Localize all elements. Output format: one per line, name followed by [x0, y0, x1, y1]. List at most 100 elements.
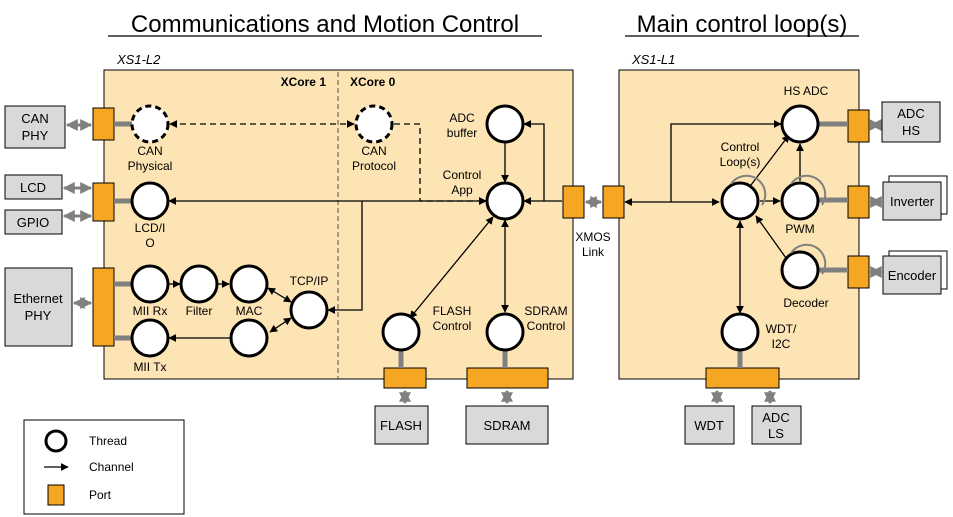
wdt-i2c-label-2: I2C: [772, 337, 791, 351]
xmos-link-label-1: XMOS: [575, 230, 610, 244]
port-xmos-right: [602, 185, 625, 219]
adc-hs-label-1: ADC: [897, 106, 924, 121]
control-app-label-2: App: [451, 183, 473, 197]
thread-lcd-io: [130, 181, 170, 221]
adc-buffer-label-1: ADC: [449, 111, 475, 125]
thread-can-protocol: [354, 104, 394, 144]
thread-flash-control: [381, 312, 421, 352]
adc-hs-label-2: HS: [902, 123, 920, 138]
can-phy-label-2: PHY: [22, 128, 49, 143]
port-adc-hs: [847, 109, 870, 143]
adc-ls-label-2: LS: [768, 426, 784, 441]
wdt-box: [684, 405, 735, 445]
port-ethernet: [92, 267, 115, 347]
channel-loop-hsadc: [750, 134, 790, 186]
tcp-ip-label: TCP/IP: [290, 274, 329, 288]
can-phy-label-1: CAN: [21, 111, 48, 126]
thread-pwm: [780, 181, 820, 221]
lcd-label: LCD: [20, 180, 46, 195]
flash-control-label-2: Control: [433, 319, 472, 333]
mii-rx-label: MII Rx: [133, 304, 168, 318]
flash-box: [374, 405, 429, 445]
thread-sdram-control: [485, 312, 525, 352]
legend-channel-label: Channel: [89, 460, 134, 474]
thread-decoder: [780, 250, 820, 290]
ethernet-phy-label-2: PHY: [25, 308, 52, 323]
thread-tcp-ip: [289, 290, 329, 330]
sdram-control-label-2: Control: [527, 319, 566, 333]
legend-port-label: Port: [89, 488, 112, 502]
decoder-label: Decoder: [783, 296, 828, 310]
inverter-label: Inverter: [890, 194, 935, 209]
can-physical-label-2: Physical: [128, 159, 173, 173]
thread-control-app: [485, 181, 525, 221]
thread-can-physical: [130, 104, 170, 144]
legend-port-icon: [47, 484, 65, 506]
thread-mii-tx: [130, 318, 170, 358]
thread-hs-adc: [780, 104, 820, 144]
chip-xs1-l1-label: XS1-L1: [631, 52, 675, 67]
channel-tcp-mactx: [269, 317, 292, 333]
flash-control-label-1: FLASH: [433, 304, 472, 318]
inverter-box: [882, 181, 942, 221]
hs-adc-label: HS ADC: [784, 84, 829, 98]
gpio-box: [4, 209, 63, 235]
encoder-box: [882, 255, 942, 295]
can-protocol-label-2: Protocol: [352, 159, 396, 173]
can-physical-label-1: CAN: [137, 144, 162, 158]
channel-decoder-loop: [755, 215, 787, 259]
lcd-io-label-1: LCD/I: [135, 221, 166, 235]
sdram-box: [465, 405, 549, 445]
channel-app-buffer-feed: [523, 120, 545, 201]
thread-filter: [179, 264, 219, 304]
adc-buffer-label-2: buffer: [447, 126, 477, 140]
right-title: Main control loop(s): [637, 11, 848, 38]
legend-thread-icon: [44, 429, 68, 453]
gpio-label: GPIO: [17, 215, 50, 230]
sdram-label: SDRAM: [484, 418, 531, 433]
adc-ls-box: [751, 405, 802, 445]
mac-label: MAC: [236, 304, 263, 318]
channel-app-flash: [409, 216, 494, 319]
mii-tx-label: MII Tx: [133, 360, 166, 374]
port-wdt-adc: [705, 367, 780, 389]
filter-label: Filter: [186, 304, 213, 318]
chip-xs1-l2-label: XS1-L2: [116, 52, 161, 67]
control-loops-label-1: Control: [721, 140, 760, 154]
core0-label: XCore 0: [350, 75, 396, 89]
lcd-box: [4, 174, 63, 200]
can-protocol-label-1: CAN: [361, 144, 386, 158]
control-app-label-1: Control: [443, 168, 482, 182]
control-loops-label-2: Loop(s): [720, 155, 761, 169]
ethernet-phy-label-1: Ethernet: [13, 291, 63, 306]
thread-mac: [229, 264, 269, 304]
port-can: [92, 107, 115, 141]
wdt-label: WDT: [694, 418, 724, 433]
port-xmos-left: [562, 185, 585, 219]
port-flash: [383, 367, 427, 389]
sdram-control-label-1: SDRAM: [524, 304, 567, 318]
xmos-link-label-2: Link: [582, 245, 605, 259]
encoder-label: Encoder: [888, 268, 937, 283]
pwm-label: PWM: [785, 222, 814, 236]
ethernet-phy-box: [4, 267, 73, 347]
wdt-i2c-label-1: WDT/: [766, 322, 797, 336]
core1-label: XCore 1: [281, 75, 327, 89]
thread-mii-rx: [130, 264, 170, 304]
flash-label: FLASH: [380, 418, 422, 433]
port-lcd-gpio: [92, 182, 115, 222]
channel-adc-loop: [670, 120, 782, 202]
thread-control-loops: [720, 181, 760, 221]
adc-hs-box: [881, 101, 941, 143]
port-sdram: [466, 367, 549, 389]
legend-thread-label: Thread: [89, 434, 127, 448]
adc-ls-label-1: ADC: [762, 410, 789, 425]
thread-adc-buffer: [485, 104, 525, 144]
thread-mac-tx: [229, 318, 269, 358]
lcd-io-label-2: O: [145, 236, 154, 250]
port-encoder: [847, 255, 870, 289]
thread-wdt-i2c: [720, 312, 760, 352]
can-phy-box: [4, 105, 66, 149]
channel-tcp-app: [327, 201, 363, 314]
